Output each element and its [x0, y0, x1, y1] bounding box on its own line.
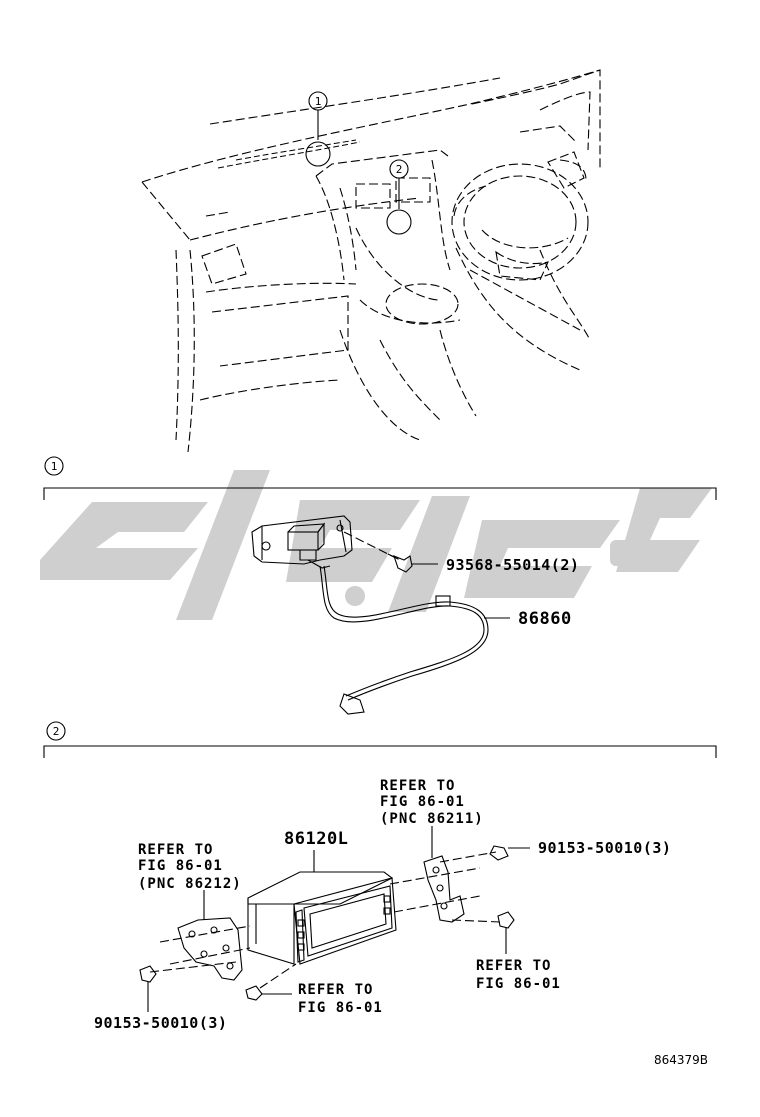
refer-bottom-screw: REFER TO FIG 86-01 — [298, 982, 383, 1016]
guide-left-4 — [259, 963, 297, 989]
screw-bottom — [245, 985, 292, 1001]
guide-right-3 — [439, 851, 497, 863]
refer-bottom-screw-line-2: FIG 86-01 — [298, 1000, 383, 1016]
bolt-left-part: 90153-50010(3) — [94, 1014, 227, 1032]
antenna-harness — [319, 565, 510, 715]
bolt-right-top — [489, 845, 530, 861]
guide-right-2 — [393, 895, 481, 913]
bolt-part-93568-55014: 93568-55014(2) — [446, 556, 579, 574]
refer-right-bracket: REFER TO FIG 86-01 (PNC 86211) — [380, 778, 484, 827]
unit-part-86120l: 86120L — [284, 829, 348, 849]
dashboard-illustration — [141, 69, 601, 453]
antenna-bracket — [251, 515, 353, 569]
refer-right-bracket-line-1: REFER TO — [380, 778, 455, 794]
section-1-frame: 1 — [43, 456, 717, 500]
diagram-code: 864379B — [654, 1053, 708, 1067]
watermark-logo — [40, 470, 712, 620]
refer-left-bracket-line-1: REFER TO — [138, 842, 213, 858]
bracket-right — [423, 826, 465, 923]
section-2-frame: 2 — [43, 721, 717, 758]
refer-right-screw-line-2: FIG 86-01 — [476, 976, 561, 992]
screw-right — [497, 911, 515, 954]
section-marker-1: 1 — [51, 460, 58, 473]
section-marker-2: 2 — [53, 725, 60, 738]
bolt-left — [139, 965, 157, 1012]
bolt-right-part: 90153-50010(3) — [538, 839, 671, 857]
bracket-left — [177, 890, 243, 981]
refer-left-bracket-line-2: FIG 86-01 — [138, 858, 223, 874]
guide-right-1 — [389, 867, 481, 885]
view-callout-2: 2 — [386, 159, 412, 235]
refer-left-bracket: REFER TO FIG 86-01 (PNC 86212) — [138, 842, 242, 892]
refer-left-bracket-line-3: (PNC 86212) — [138, 876, 242, 892]
navigation-unit — [247, 850, 397, 965]
view-marker-2: 2 — [396, 163, 403, 176]
guide-right-4 — [451, 919, 501, 923]
refer-right-screw-line-1: REFER TO — [476, 958, 551, 974]
refer-right-screw: REFER TO FIG 86-01 — [476, 958, 561, 992]
view-callout-1: 1 — [305, 91, 331, 167]
guide-left-3 — [149, 961, 237, 973]
view-marker-1: 1 — [315, 95, 322, 108]
harness-part-86860: 86860 — [518, 609, 572, 629]
refer-right-bracket-line-2: FIG 86-01 — [380, 794, 465, 810]
guide-left-1 — [159, 925, 251, 943]
guide-left-2 — [169, 947, 251, 965]
bolt-1 — [387, 553, 438, 573]
refer-bottom-screw-line-1: REFER TO — [298, 982, 373, 998]
refer-right-bracket-line-3: (PNC 86211) — [380, 811, 484, 827]
